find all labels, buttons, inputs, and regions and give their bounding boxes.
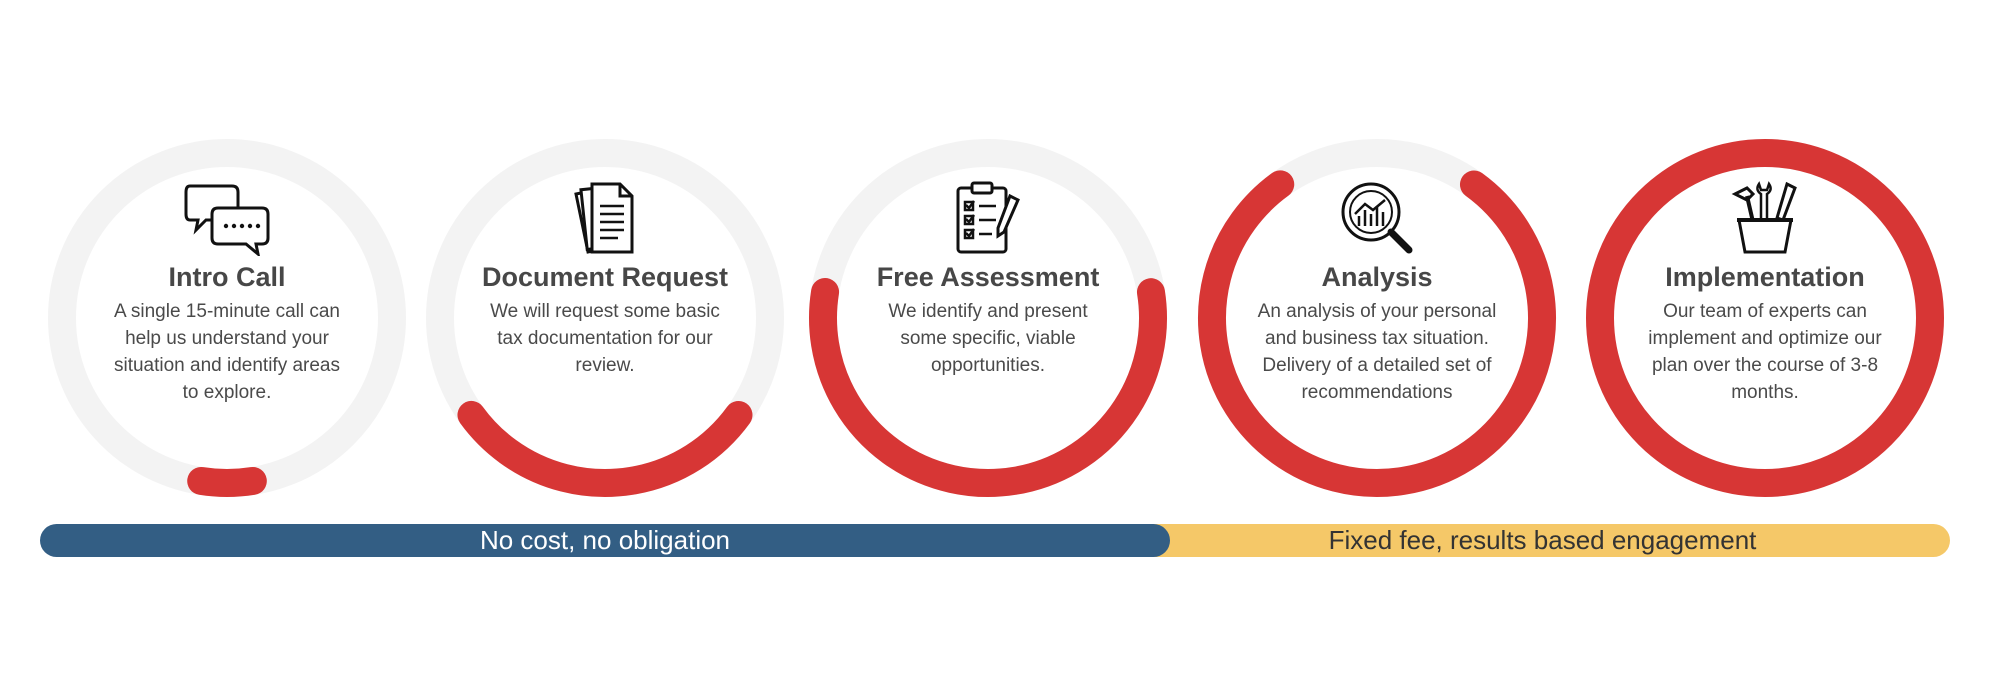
paid-phase-band: Fixed fee, results based engagement	[1125, 524, 1950, 557]
step-description: An analysis of your personal and busines…	[1257, 301, 1497, 403]
step-title: Analysis	[1321, 262, 1433, 292]
chat-bubbles-icon	[184, 184, 270, 256]
checklist-clipboard-icon	[956, 181, 1020, 254]
documents-icon	[574, 182, 634, 254]
step-title: Intro Call	[168, 262, 286, 292]
ring-progress	[809, 139, 1167, 497]
ring-progress	[1586, 139, 1944, 497]
magnifier-chart-icon	[1341, 182, 1413, 254]
ring-progress	[1198, 139, 1556, 497]
step-title: Free Assessment	[876, 262, 1100, 292]
ring-progress	[48, 139, 406, 497]
step-description: We identify and present some specific, v…	[888, 301, 1088, 376]
step-description: We will request some basic tax documenta…	[490, 301, 720, 376]
free-phase-band: No cost, no obligation	[40, 524, 1170, 557]
step-description: A single 15-minute call can help us unde…	[113, 301, 341, 403]
ring-progress	[426, 139, 784, 497]
step-title: Implementation	[1665, 262, 1865, 292]
step-description: Our team of experts can implement and op…	[1648, 301, 1882, 403]
toolbox-icon	[1731, 181, 1797, 254]
step-title: Document Request	[481, 262, 729, 292]
